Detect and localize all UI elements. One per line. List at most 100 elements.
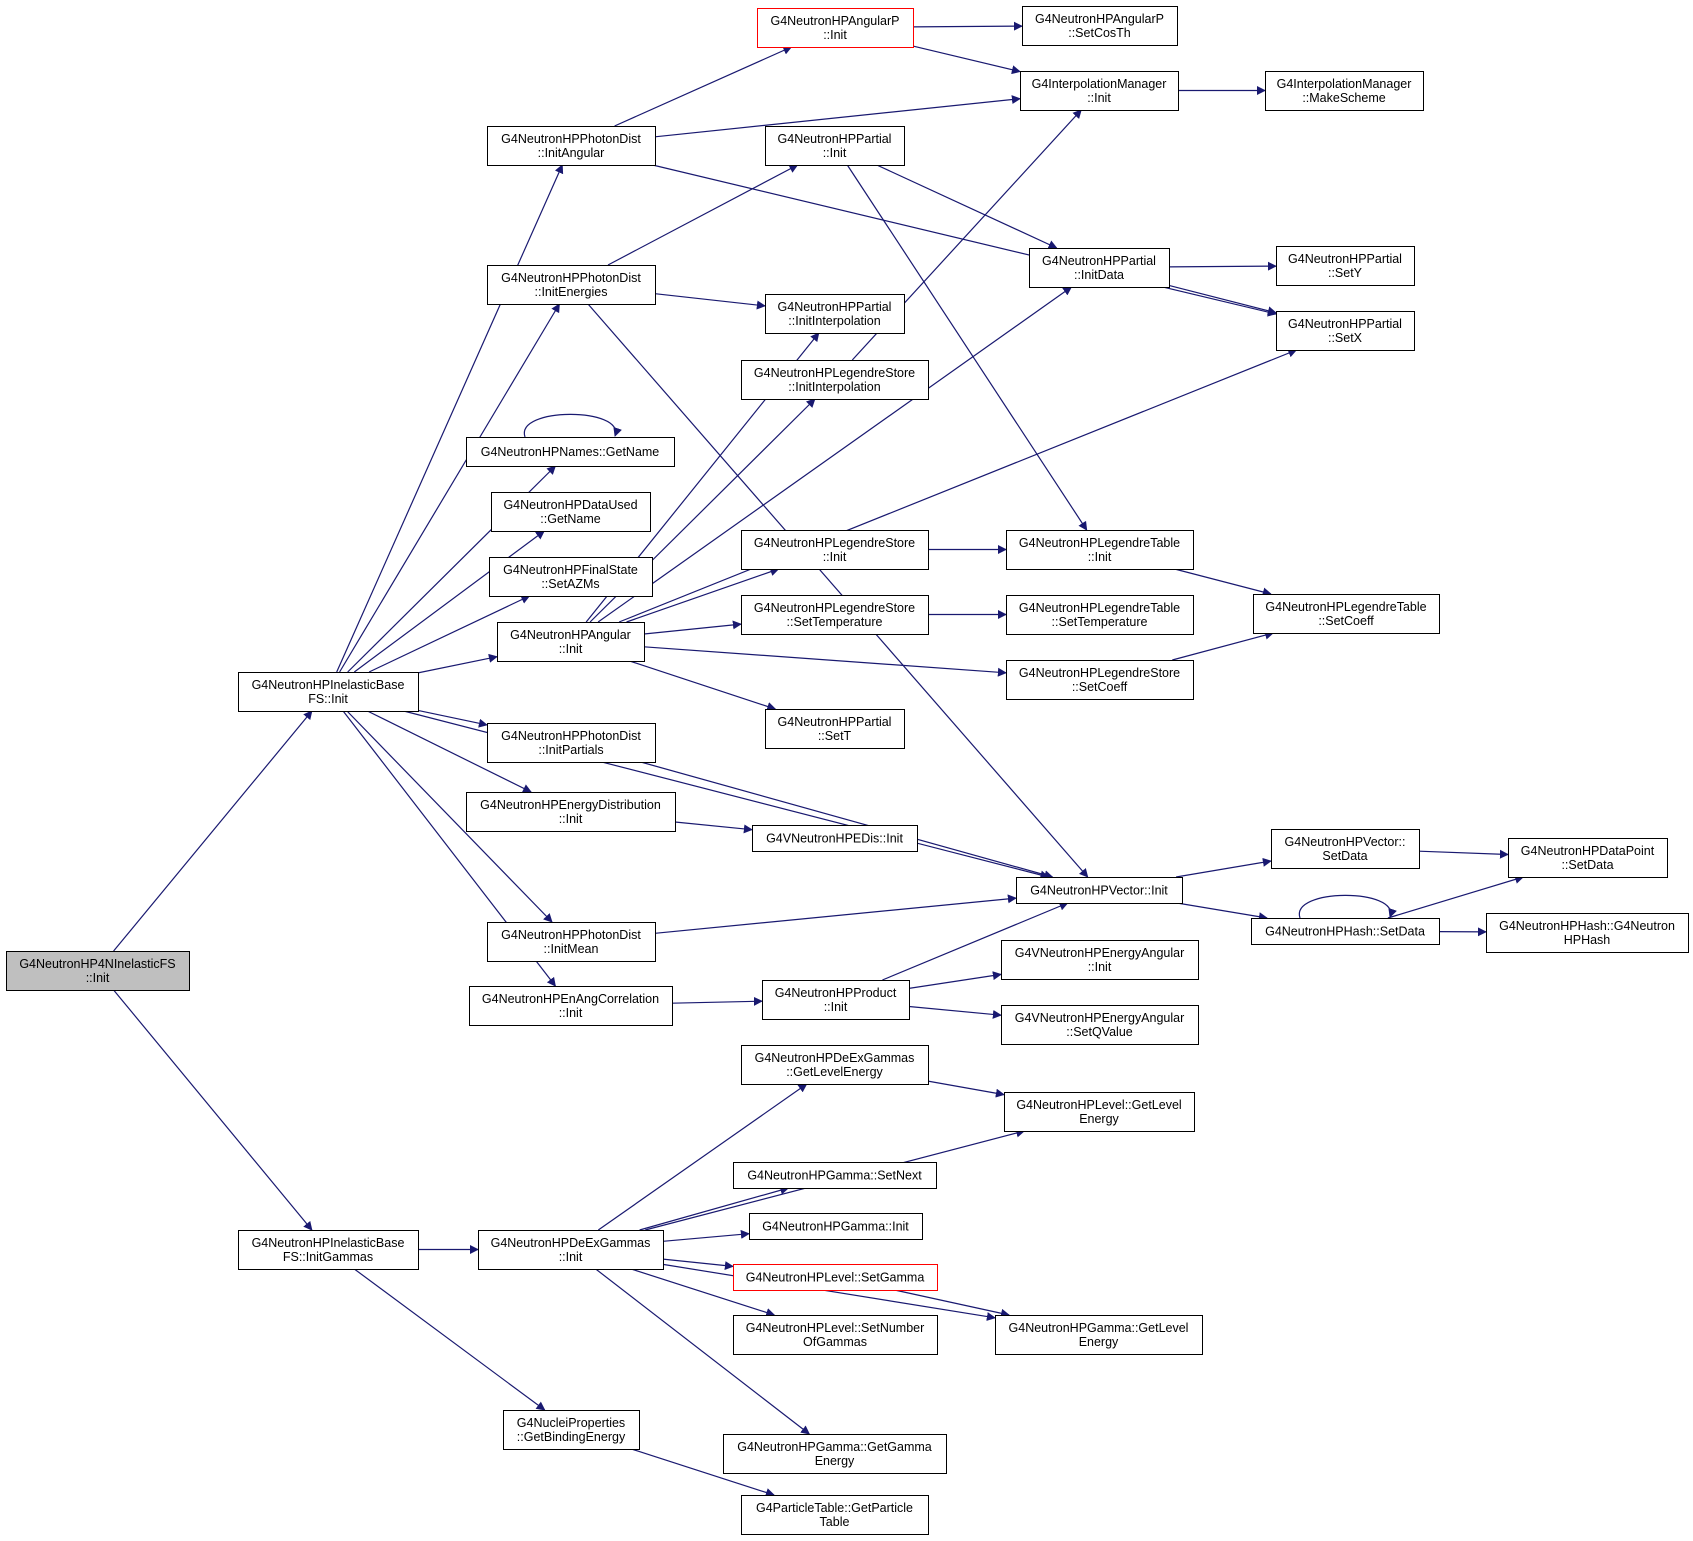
node-pdInitEnergies[interactable]: G4NeutronHPPhotonDist::InitEnergies (487, 265, 656, 305)
edge-energyDistInit-to-vEDisInit (674, 821, 753, 834)
node-label: ::MakeScheme (1302, 91, 1385, 105)
node-partialSetY[interactable]: G4NeutronHPPartial::SetY (1276, 246, 1415, 286)
node-legTableSetTemp[interactable]: G4NeutronHPLegendreTable::SetTemperature (1006, 595, 1194, 635)
edge-productInit-to-vEnergyAngInit (908, 971, 1002, 989)
edge-vectorSetData-to-dataPointSetData (1418, 849, 1509, 859)
node-legTableInit[interactable]: G4NeutronHPLegendreTable::Init (1006, 530, 1194, 570)
node-label: ::Init (1088, 550, 1112, 564)
node-legStoreInitInterp[interactable]: G4NeutronHPLegendreStore::InitInterpolat… (741, 360, 929, 400)
edge-deExInit-to-deExGetLevelEnergy (597, 1083, 808, 1231)
node-nucleiGetBinding[interactable]: G4NucleiProperties::GetBindingEnergy (503, 1410, 640, 1450)
node-gammaInit[interactable]: G4NeutronHPGamma::Init (749, 1213, 923, 1240)
node-vEnergyAngSetQ[interactable]: G4VNeutronHPEnergyAngular::SetQValue (1001, 1005, 1199, 1045)
edge-line (614, 46, 793, 127)
node-root[interactable]: G4NeutronHP4NInelasticFS::Init (6, 951, 190, 991)
node-partialSetT[interactable]: G4NeutronHPPartial::SetT (765, 709, 905, 749)
node-pdInitMean[interactable]: G4NeutronHPPhotonDist::InitMean (487, 922, 656, 962)
edge-root-to-baseInit (113, 710, 313, 952)
node-pdInitPartials[interactable]: G4NeutronHPPhotonDist::InitPartials (487, 723, 656, 763)
node-label: ::GetBindingEnergy (517, 1430, 626, 1444)
node-productInit[interactable]: G4NeutronHPProduct::Init (762, 980, 910, 1020)
edge-line (654, 293, 766, 310)
edge-baseInitGammas-to-nucleiGetBinding (353, 1268, 546, 1411)
node-box (1004, 1092, 1195, 1132)
node-hashSetData[interactable]: G4NeutronHPHash::SetData (1251, 918, 1440, 945)
node-levelGetLevelEnergy[interactable]: G4NeutronHPLevel::GetLevelEnergy (1004, 1092, 1195, 1132)
node-box (741, 1045, 929, 1085)
edge-baseInit-to-pdInitEnergies (339, 303, 560, 673)
node-vectorInit[interactable]: G4NeutronHPVector::Init (1016, 877, 1183, 904)
node-box (1022, 6, 1178, 46)
node-label: G4VNeutronHPEnergyAngular (1015, 946, 1185, 960)
node-namesGetName[interactable]: G4NeutronHPNames::GetName (466, 437, 675, 467)
edge-line (652, 164, 1277, 317)
node-dataPointSetData[interactable]: G4NeutronHPDataPoint::SetData (1508, 838, 1668, 878)
node-angularPInit[interactable]: G4NeutronHPAngularP::Init (757, 8, 914, 48)
edge-angularInit-to-partialSetX (618, 348, 1298, 623)
node-partialInit[interactable]: G4NeutronHPPartial::Init (765, 126, 905, 166)
edge-line (417, 709, 488, 728)
node-label: FS::Init (308, 692, 348, 706)
node-interpMgrMakeScheme[interactable]: G4InterpolationManager::MakeScheme (1265, 71, 1424, 111)
node-label: G4NeutronHPPartial (1042, 254, 1156, 268)
node-box (466, 437, 675, 467)
edge-line (597, 1083, 808, 1231)
edge-line (654, 95, 1021, 138)
node-label: ::Init (559, 1006, 583, 1020)
node-label: ::Init (1088, 960, 1112, 974)
node-box (733, 1162, 937, 1189)
edge-line (353, 530, 545, 673)
node-energyDistInit[interactable]: G4NeutronHPEnergyDistribution::Init (466, 792, 676, 832)
node-legStoreSetCoeff[interactable]: G4NeutronHPLegendreStore::SetCoeff (1006, 660, 1194, 700)
node-enAngCorrInit[interactable]: G4NeutronHPEnAngCorrelation::Init (469, 986, 673, 1026)
edge-baseInit-to-dataUsedGetName (353, 530, 545, 673)
node-angularInit[interactable]: G4NeutronHPAngular::Init (497, 622, 645, 662)
node-box (733, 1315, 938, 1355)
node-interpMgrInit[interactable]: G4InterpolationManager::Init (1020, 71, 1179, 111)
node-finalStateSetAZMs[interactable]: G4NeutronHPFinalState::SetAZMs (489, 557, 653, 597)
node-levelSetGamma[interactable]: G4NeutronHPLevel::SetGamma (733, 1264, 938, 1291)
node-vEnergyAngInit[interactable]: G4VNeutronHPEnergyAngular::Init (1001, 940, 1199, 980)
node-partialInitInterp[interactable]: G4NeutronHPPartial::InitInterpolation (765, 294, 905, 334)
edge-angularInit-to-legStoreSetTemp (643, 620, 742, 635)
nodes-layer: G4NeutronHP4NInelasticFS::InitG4NeutronH… (6, 6, 1689, 1535)
node-deExInit[interactable]: G4NeutronHPDeExGammas::Init (478, 1230, 664, 1270)
edge-levelSetGamma-to-gammaGetLevelEnergy (894, 1289, 1010, 1318)
node-legStoreSetTemp[interactable]: G4NeutronHPLegendreStore::SetTemperature (741, 595, 929, 635)
edge-deExInit-to-gammaGetGammaEnergy (595, 1268, 811, 1435)
node-box (995, 1315, 1203, 1355)
node-gammaSetNext[interactable]: G4NeutronHPGamma::SetNext (733, 1162, 937, 1189)
node-vectorSetData[interactable]: G4NeutronHPVector::SetData (1271, 829, 1420, 869)
node-angularPSetCosTh[interactable]: G4NeutronHPAngularP::SetCosTh (1022, 6, 1178, 46)
node-legTableSetCoeff[interactable]: G4NeutronHPLegendreTable::SetCoeff (1253, 594, 1440, 634)
node-legStoreInit[interactable]: G4NeutronHPLegendreStore::Init (741, 530, 929, 570)
node-dataUsedGetName[interactable]: G4NeutronHPDataUsed::GetName (491, 492, 651, 532)
node-box (1265, 71, 1424, 111)
node-partialInitData[interactable]: G4NeutronHPPartial::InitData (1029, 248, 1170, 288)
node-vEDisInit[interactable]: G4VNeutronHPEDis::Init (752, 825, 918, 852)
node-partialSetX[interactable]: G4NeutronHPPartial::SetX (1276, 311, 1415, 351)
node-box (1251, 918, 1440, 945)
node-hashCtor[interactable]: G4NeutronHPHash::G4NeutronHPHash (1486, 913, 1689, 953)
edge-line (1418, 849, 1509, 859)
edge-baseInit-to-finalStateSetAZMs (368, 595, 531, 673)
node-label: HPHash (1564, 933, 1611, 947)
node-deExGetLevelEnergy[interactable]: G4NeutronHPDeExGammas::GetLevelEnergy (741, 1045, 929, 1085)
node-box (487, 126, 656, 166)
node-pdInitAngular[interactable]: G4NeutronHPPhotonDist::InitAngular (487, 126, 656, 166)
node-gammaGetLevelEnergy[interactable]: G4NeutronHPGamma::GetLevelEnergy (995, 1315, 1203, 1355)
node-label: G4NeutronHPLevel::SetNumber (746, 1321, 925, 1335)
node-label: ::InitAngular (538, 146, 605, 160)
edge-pdInitAngular-to-angularPInit (614, 46, 793, 127)
node-label: ::Init (86, 971, 110, 985)
node-box (466, 792, 676, 832)
edge-legTableInit-to-legTableSetCoeff (1174, 568, 1272, 597)
node-label: G4NeutronHPNames::GetName (481, 445, 660, 459)
node-box (741, 530, 929, 570)
node-label: SetData (1322, 849, 1367, 863)
